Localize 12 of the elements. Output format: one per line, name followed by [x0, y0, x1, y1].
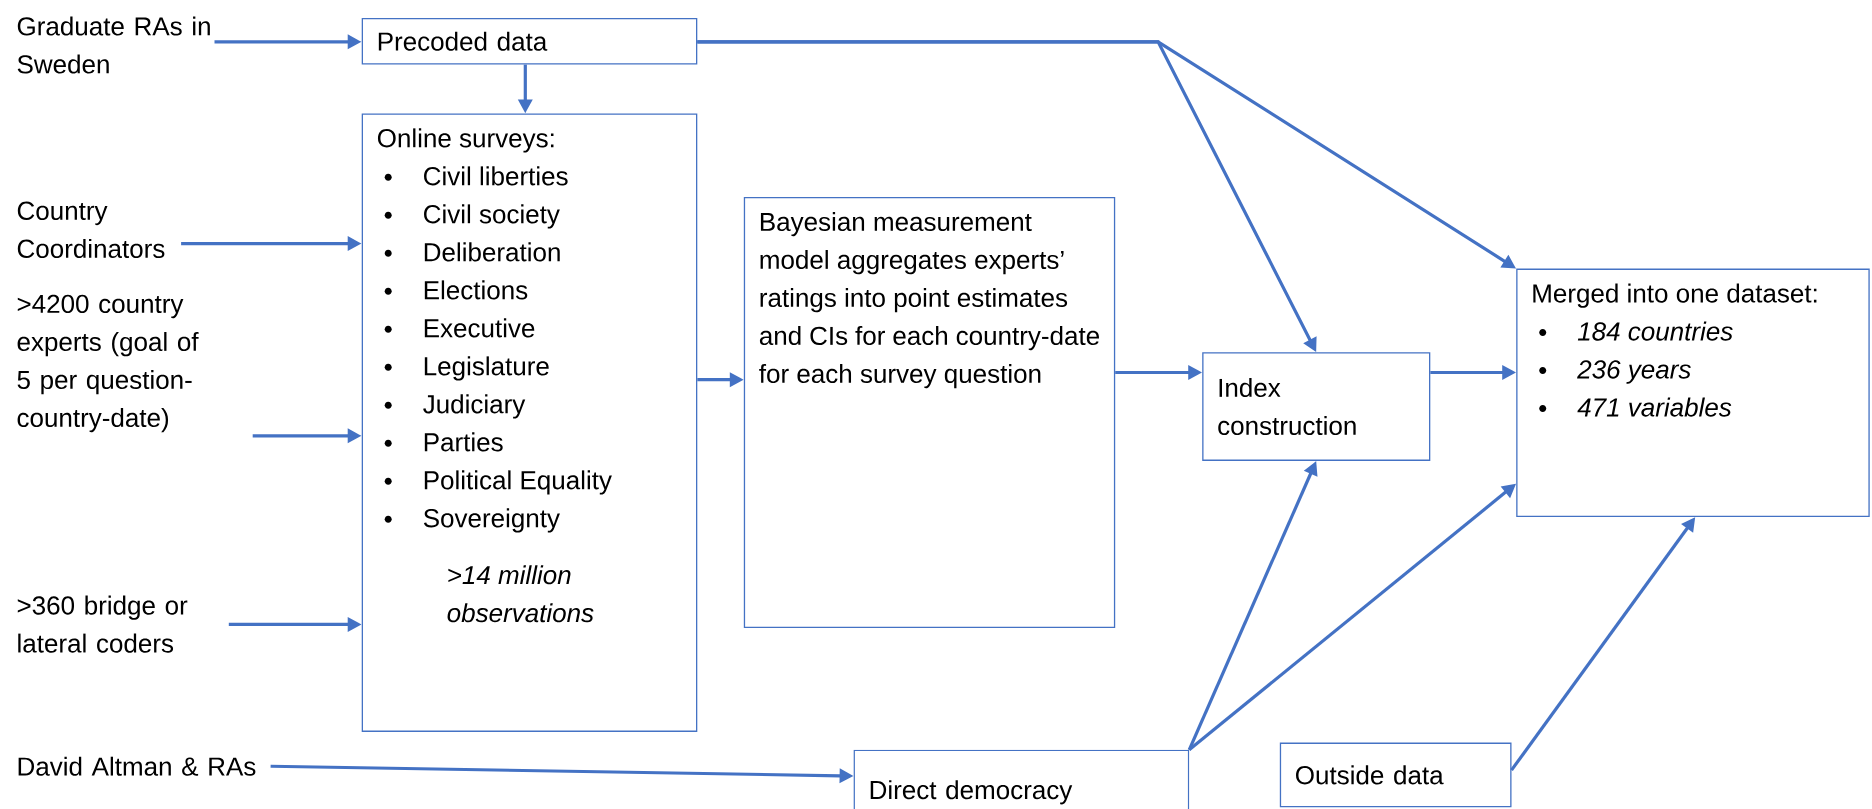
source-label: >360 bridge or lateral coders: [17, 595, 188, 653]
source-label: Country Coordinators: [17, 201, 165, 258]
data-box: Direct democracy: [853, 749, 1190, 809]
source-label: Graduate RAs in Sweden: [17, 16, 210, 74]
survey-box: Online surveys: Civil liberties Civil society Deliberation Elections Executive Legislature Judiciary Parties Political Equality Sovereignty >14 million observations: [361, 113, 698, 732]
process-box: Index construction: [1202, 352, 1431, 461]
data-box: Precoded data: [361, 17, 698, 65]
model-box: Bayesian measurement model aggregates experts’ ratings into point estimates and CIs for each country-date for each survey question: [743, 197, 1116, 629]
source-label: David Altman & RAs: [18, 756, 256, 776]
dataset-box: Merged into one dataset: 184 countries 236 years 471 variables: [1516, 268, 1870, 517]
source-label: >4200 country experts (goal of 5 per question-country-date): [17, 294, 199, 433]
data-box: Outside data: [1279, 742, 1512, 808]
